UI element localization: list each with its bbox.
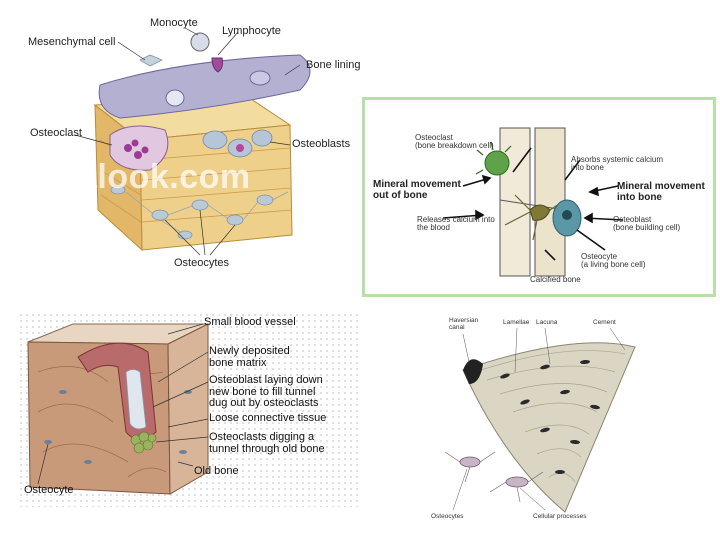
label-osteoclast-breakdown: Osteoclast (bone breakdown cell) — [415, 133, 494, 151]
label-lamellae: Lamellae — [503, 319, 530, 326]
label-osteoblast-laying: Osteoblast laying down new bone to fill … — [209, 374, 323, 410]
calcium-bone-illustration — [442, 127, 624, 277]
osteon-illustration — [444, 327, 636, 513]
label-loose-connective: Loose connective tissue — [209, 412, 327, 424]
label-osteoblasts: Osteoblasts — [292, 138, 351, 150]
label-calcified-bone: Calcified bone — [530, 275, 581, 284]
label-mineral-out: Mineral movement out of bone — [373, 179, 461, 201]
label-releases-calcium: Releases calcium into the blood — [417, 215, 495, 233]
label-osteocyte-living: Osteocyte (a living bone cell) — [581, 252, 646, 270]
bone-remodeling-diagram: Small blood vessel Newly deposited bone … — [18, 312, 358, 507]
label-osteocyte: Osteocyte — [24, 484, 74, 496]
bone-remodeling-illustration — [18, 312, 358, 507]
label-lacuna: Lacuna — [536, 319, 558, 326]
bone-cells-illustration — [74, 27, 311, 256]
label-haversian-canal: Haversian canal — [449, 317, 479, 331]
label-cellular-processes: Cellular processes — [533, 513, 587, 520]
label-cement: Cement — [593, 319, 616, 326]
label-osteocytes: Osteocytes — [174, 257, 230, 269]
label-mesenchymal-cell: Mesenchymal cell — [28, 36, 116, 48]
calcium-movement-diagram: Osteoclast (bone breakdown cell) Absorbs… — [362, 97, 716, 297]
bone-cells-diagram: ledicalook.com Mesenchymal cell Monocyte… — [0, 0, 360, 290]
watermark-text: ledicalook.com — [0, 158, 251, 196]
label-lymphocyte: Lymphocyte — [222, 25, 281, 37]
label-osteoclast: Osteoclast — [30, 127, 82, 139]
label-monocyte: Monocyte — [150, 17, 198, 29]
label-osteoblast-building: Osteoblast (bone building cell) — [613, 215, 681, 233]
label-small-blood-vessel: Small blood vessel — [204, 316, 296, 328]
label-newly-deposited: Newly deposited bone matrix — [209, 345, 290, 369]
label-osteoclasts-digging: Osteoclasts digging a tunnel through old… — [209, 431, 325, 455]
osteon-diagram: Haversian canal Lamellae Lacuna Cement O… — [425, 312, 720, 527]
label-absorbs-calcium: Absorbs systemic calcium into bone — [571, 155, 664, 173]
label-old-bone: Old bone — [194, 465, 239, 477]
label-osteocytes: Osteocytes — [431, 513, 464, 520]
label-mineral-into: Mineral movement into bone — [617, 181, 705, 203]
label-bone-lining-cells: Bone lining cells — [306, 59, 360, 71]
